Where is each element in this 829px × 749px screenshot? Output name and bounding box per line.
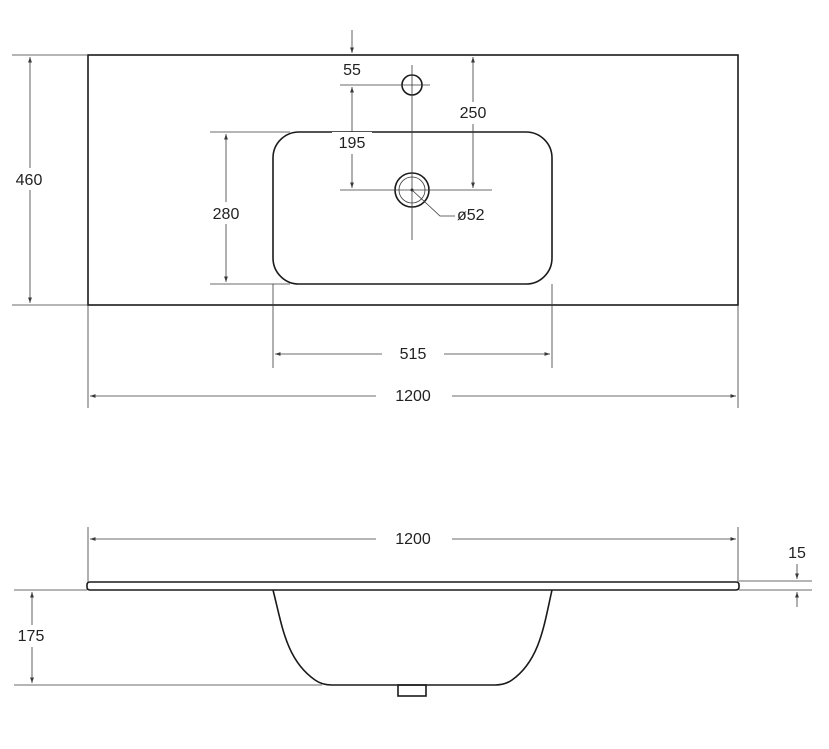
dim-label-460: 460 xyxy=(16,172,43,189)
side-view: 1200 15 175 xyxy=(10,527,812,697)
dim-label-1200-side: 1200 xyxy=(395,531,431,548)
basin-bowl-outline xyxy=(272,131,553,285)
dim-label-1200-top: 1200 xyxy=(395,388,431,405)
dim-label-drain-diameter: ø52 xyxy=(457,207,485,224)
dim-label-15: 15 xyxy=(788,545,806,562)
top-view: 460 280 55 195 250 ø52 515 1200 xyxy=(6,30,739,408)
basin-bowl-profile xyxy=(272,589,553,686)
drain-stub xyxy=(397,684,427,697)
dim-label-195: 195 xyxy=(339,135,366,152)
drain-diameter-leader xyxy=(411,189,455,217)
dim-label-515: 515 xyxy=(400,346,427,363)
countertop-slab-profile xyxy=(86,581,740,591)
dim-label-250: 250 xyxy=(460,105,487,122)
countertop-outline xyxy=(87,54,739,306)
dim-label-280: 280 xyxy=(213,206,240,223)
dim-label-175: 175 xyxy=(18,628,45,645)
dim-label-55: 55 xyxy=(343,62,361,79)
